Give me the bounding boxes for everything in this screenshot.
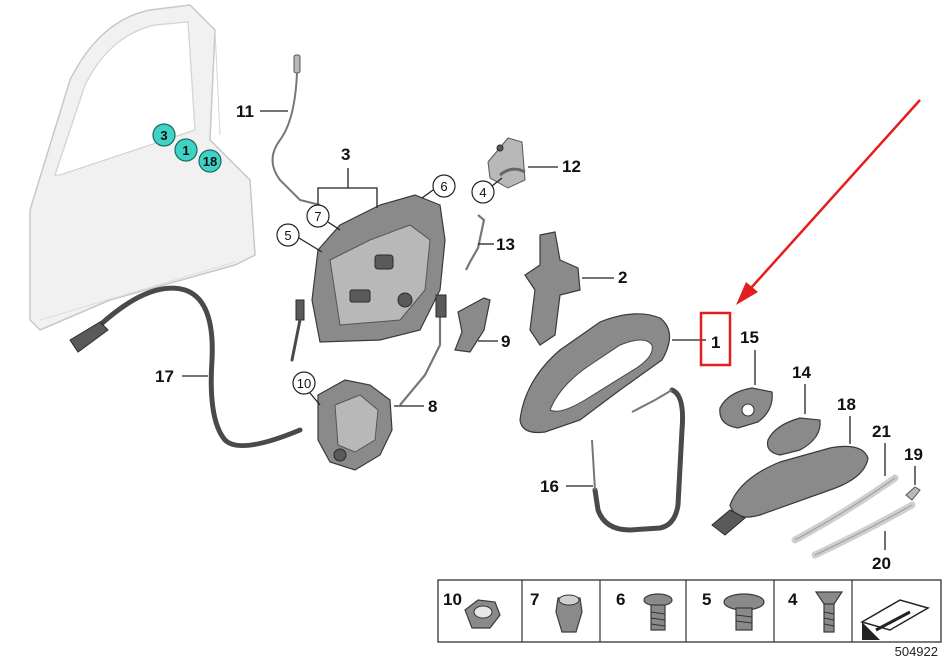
part-11-cable [271, 54, 321, 206]
svg-text:15: 15 [740, 328, 759, 347]
part-8-actuator [317, 294, 447, 471]
part-15-cap-base [719, 387, 773, 429]
part-13-rod [465, 214, 486, 271]
svg-text:18: 18 [203, 154, 217, 169]
svg-text:19: 19 [904, 445, 923, 464]
hex-nut-icon [464, 599, 501, 629]
direction-arrow-icon [860, 599, 930, 640]
callout-13[interactable]: 13 [478, 235, 515, 254]
door-marker-18[interactable]: 18 [198, 149, 222, 173]
part-16-cable [591, 387, 685, 533]
flange-screw-icon [723, 593, 765, 631]
callout-18[interactable]: 18 [837, 395, 856, 444]
svg-text:20: 20 [872, 554, 891, 573]
part-18-door-handle [711, 445, 869, 536]
part-21-trim [791, 474, 899, 544]
svg-text:4: 4 [479, 185, 486, 200]
svg-text:3: 3 [341, 145, 350, 164]
callout-1[interactable]: 1 [672, 333, 720, 352]
door-marker-1[interactable]: 1 [174, 138, 198, 162]
part-9-bracket [454, 297, 491, 353]
svg-text:18: 18 [837, 395, 856, 414]
countersunk-screw-icon [814, 591, 844, 633]
callout-17[interactable]: 17 [155, 367, 208, 386]
part-3-door-lock [311, 194, 446, 343]
svg-text:21: 21 [872, 422, 891, 441]
part-12-striker [487, 137, 526, 189]
callout-19[interactable]: 19 [904, 445, 923, 485]
part-20-trim [811, 501, 916, 559]
callout-10[interactable]: 10 [292, 371, 321, 406]
svg-text:16: 16 [540, 477, 559, 496]
svg-text:13: 13 [496, 235, 515, 254]
callout-5[interactable]: 5 [276, 223, 323, 253]
callout-9[interactable]: 9 [478, 332, 510, 351]
svg-text:504922: 504922 [895, 644, 938, 659]
svg-text:4: 4 [788, 590, 798, 609]
svg-text:11: 11 [236, 102, 254, 121]
svg-text:14: 14 [792, 363, 811, 382]
hardware-cell-arrow[interactable] [860, 599, 930, 640]
svg-text:6: 6 [616, 590, 625, 609]
hardware-cell-7[interactable]: 7 [530, 590, 583, 633]
callout-16[interactable]: 16 [540, 477, 593, 496]
callout-14[interactable]: 14 [792, 363, 811, 414]
callout-2[interactable]: 2 [582, 268, 627, 287]
svg-text:6: 6 [440, 179, 447, 194]
callout-6[interactable]: 6 [421, 174, 456, 199]
svg-text:10: 10 [443, 590, 462, 609]
svg-text:17: 17 [155, 367, 174, 386]
part-2-bracket [524, 231, 581, 346]
svg-text:8: 8 [428, 397, 437, 416]
hardware-cell-4[interactable]: 4 [788, 590, 844, 633]
callout-8[interactable]: 8 [394, 397, 437, 416]
hardware-cell-10[interactable]: 10 [443, 590, 501, 629]
callout-1-highlight [699, 99, 921, 367]
callout-3[interactable]: 3 [317, 145, 378, 208]
svg-text:5: 5 [284, 228, 291, 243]
callout-11[interactable]: 11 [236, 102, 288, 121]
callout-21[interactable]: 21 [872, 422, 891, 476]
callout-7[interactable]: 7 [306, 204, 341, 231]
svg-text:7: 7 [530, 590, 539, 609]
reference-number: 504922 [895, 644, 938, 659]
part-17-cable [69, 285, 305, 449]
svg-text:2: 2 [618, 268, 627, 287]
svg-text:7: 7 [314, 209, 321, 224]
callout-20[interactable]: 20 [872, 531, 891, 573]
svg-text:5: 5 [702, 590, 711, 609]
svg-text:9: 9 [501, 332, 510, 351]
hardware-cell-6[interactable]: 6 [616, 590, 673, 631]
door-marker-3[interactable]: 3 [152, 123, 176, 147]
part-19-clip [905, 486, 921, 501]
svg-text:10: 10 [297, 376, 311, 391]
expansion-nut-icon [555, 594, 583, 633]
callout-4[interactable]: 4 [471, 177, 503, 204]
torx-screw-icon [643, 593, 673, 631]
callout-15[interactable]: 15 [740, 328, 759, 385]
hardware-table [437, 579, 942, 643]
svg-text:3: 3 [160, 128, 167, 143]
svg-text:1: 1 [711, 333, 720, 352]
callout-12[interactable]: 12 [528, 157, 581, 176]
svg-text:1: 1 [182, 143, 189, 158]
part-1-handle-carrier [519, 313, 671, 434]
part-14-cover [766, 417, 821, 456]
door-illustration [29, 4, 256, 331]
hardware-cell-5[interactable]: 5 [702, 590, 765, 631]
svg-text:12: 12 [562, 157, 581, 176]
